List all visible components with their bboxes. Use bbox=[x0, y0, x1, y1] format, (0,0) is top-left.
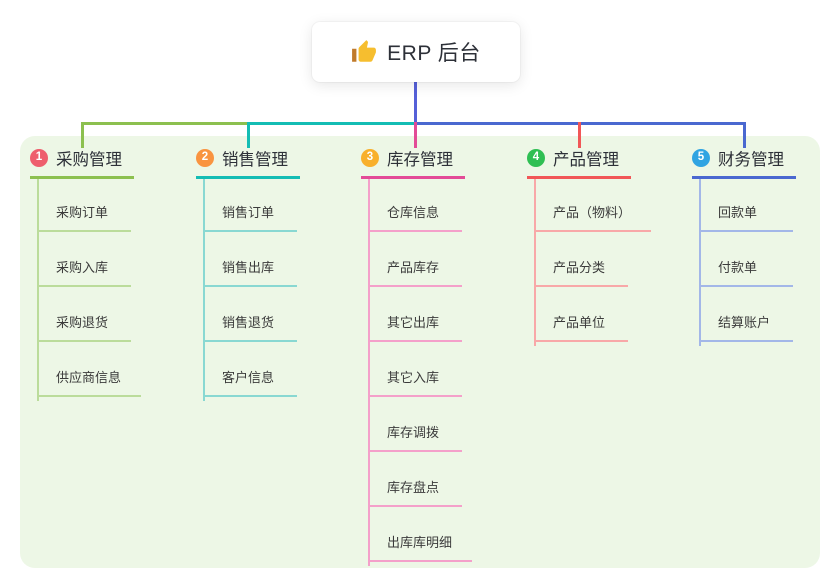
child-node[interactable]: 供应商信息 bbox=[39, 342, 142, 397]
child-node-label: 产品分类 bbox=[553, 260, 606, 275]
branch-children: 销售订单销售出库销售退货客户信息 bbox=[203, 179, 300, 401]
child-node[interactable]: 其它出库 bbox=[370, 287, 462, 342]
branch-title: 采购管理 bbox=[56, 151, 122, 169]
root-node[interactable]: ERP 后台 bbox=[312, 22, 520, 82]
child-node[interactable]: 出库库明细 bbox=[370, 507, 473, 562]
child-node-label: 产品单位 bbox=[553, 315, 606, 330]
branch-number-badge: 2 bbox=[196, 149, 214, 167]
branch-title: 财务管理 bbox=[718, 151, 784, 169]
child-node[interactable]: 产品单位 bbox=[536, 287, 628, 342]
child-node-label: 采购退货 bbox=[56, 315, 109, 330]
child-node-label: 仓库信息 bbox=[387, 205, 440, 220]
branch-header[interactable]: 4 产品管理 bbox=[527, 146, 631, 179]
branches-panel bbox=[20, 136, 820, 568]
branch-column-销售管理: 2 销售管理销售订单销售出库销售退货客户信息 bbox=[196, 146, 300, 401]
branch-header[interactable]: 2 销售管理 bbox=[196, 146, 300, 179]
child-node-label: 采购订单 bbox=[56, 205, 109, 220]
child-node-label: 销售出库 bbox=[222, 260, 275, 275]
branch-children: 回款单付款单结算账户 bbox=[699, 179, 796, 346]
branch-drop-line bbox=[743, 122, 746, 148]
child-node[interactable]: 其它入库 bbox=[370, 342, 462, 397]
child-node[interactable]: 采购入库 bbox=[39, 232, 131, 287]
branch-drop-line bbox=[81, 122, 84, 148]
branch-drop-line bbox=[247, 122, 250, 148]
branch-drop-line bbox=[578, 122, 581, 148]
child-node[interactable]: 产品分类 bbox=[536, 232, 628, 287]
child-node[interactable]: 销售出库 bbox=[205, 232, 297, 287]
child-node[interactable]: 库存盘点 bbox=[370, 452, 462, 507]
branch-column-产品管理: 4 产品管理产品（物料） 产品分类产品单位 bbox=[527, 146, 652, 346]
child-node-label: 供应商信息 bbox=[56, 370, 122, 385]
child-node[interactable]: 回款单 bbox=[701, 179, 793, 232]
branch-header[interactable]: 3 库存管理 bbox=[361, 146, 465, 179]
branch-number-badge: 1 bbox=[30, 149, 48, 167]
child-node-label: 销售订单 bbox=[222, 205, 275, 220]
branch-title: 产品管理 bbox=[553, 151, 619, 169]
root-title: ERP 后台 bbox=[387, 42, 481, 65]
child-node[interactable]: 采购订单 bbox=[39, 179, 131, 232]
root-connector-line bbox=[414, 82, 417, 123]
child-node-label: 出库库明细 bbox=[387, 535, 453, 550]
child-node-label: 销售退货 bbox=[222, 315, 275, 330]
child-node[interactable]: 销售订单 bbox=[205, 179, 297, 232]
child-node-label: 其它入库 bbox=[387, 370, 440, 385]
bus-segment bbox=[81, 122, 247, 125]
child-node-label: 其它出库 bbox=[387, 315, 440, 330]
branch-children: 采购订单采购入库采购退货供应商信息 bbox=[37, 179, 142, 401]
child-node-label: 库存调拨 bbox=[387, 425, 440, 440]
child-node-label: 产品（物料） bbox=[553, 205, 632, 220]
branch-title: 库存管理 bbox=[387, 151, 453, 169]
child-node[interactable]: 客户信息 bbox=[205, 342, 297, 397]
child-node[interactable]: 产品库存 bbox=[370, 232, 462, 287]
branch-header[interactable]: 5 财务管理 bbox=[692, 146, 796, 179]
branch-header[interactable]: 1 采购管理 bbox=[30, 146, 134, 179]
child-node-label: 库存盘点 bbox=[387, 480, 440, 495]
branch-number-badge: 3 bbox=[361, 149, 379, 167]
bus-segment bbox=[247, 122, 417, 125]
thumbs-up-icon bbox=[351, 39, 377, 65]
branch-number-badge: 4 bbox=[527, 149, 545, 167]
branch-title: 销售管理 bbox=[222, 151, 288, 169]
branch-number-badge: 5 bbox=[692, 149, 710, 167]
branch-drop-line bbox=[414, 122, 417, 148]
child-node[interactable]: 库存调拨 bbox=[370, 397, 462, 452]
branch-column-财务管理: 5 财务管理回款单付款单结算账户 bbox=[692, 146, 796, 346]
child-node[interactable]: 仓库信息 bbox=[370, 179, 462, 232]
branch-children: 产品（物料） 产品分类产品单位 bbox=[534, 179, 652, 346]
child-node-label: 付款单 bbox=[718, 260, 758, 275]
child-node-label: 结算账户 bbox=[718, 315, 771, 330]
branch-column-采购管理: 1 采购管理采购订单采购入库采购退货供应商信息 bbox=[30, 146, 142, 401]
child-node-label: 产品库存 bbox=[387, 260, 440, 275]
child-node[interactable]: 付款单 bbox=[701, 232, 793, 287]
child-node-label: 采购入库 bbox=[56, 260, 109, 275]
child-node-label: 客户信息 bbox=[222, 370, 275, 385]
branch-column-库存管理: 3 库存管理仓库信息产品库存其它出库其它入库库存调拨库存盘点出库库明细 bbox=[361, 146, 473, 566]
child-node[interactable]: 销售退货 bbox=[205, 287, 297, 342]
child-node-label: 回款单 bbox=[718, 205, 758, 220]
branch-children: 仓库信息产品库存其它出库其它入库库存调拨库存盘点出库库明细 bbox=[368, 179, 473, 566]
child-node[interactable]: 结算账户 bbox=[701, 287, 793, 342]
child-node[interactable]: 采购退货 bbox=[39, 287, 131, 342]
child-node[interactable]: 产品（物料） bbox=[536, 179, 652, 232]
